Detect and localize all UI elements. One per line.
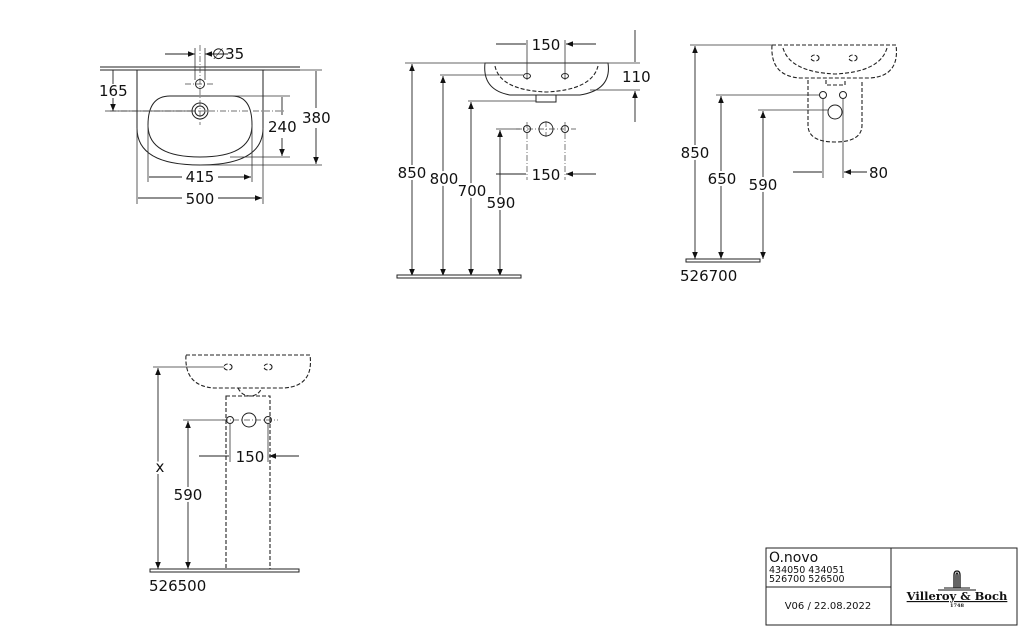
- floor: [149, 568, 300, 573]
- dim-80-label: 80: [869, 164, 888, 182]
- dim-165-label: 165: [99, 82, 128, 100]
- title-block-dividers: [766, 548, 892, 625]
- outlet: [535, 95, 557, 103]
- version-date: V06 / 22.08.2022: [785, 601, 872, 612]
- semi-pedestal-view: 850 650 590 80 526700: [679, 44, 898, 285]
- center-lines: [110, 45, 285, 125]
- dim-380-label: 380: [302, 109, 331, 127]
- water-connection-right: [839, 91, 847, 99]
- dim-150-top-label: 150: [532, 36, 561, 54]
- dim-110-label: 110: [622, 68, 651, 86]
- dim-850-label: 850: [681, 144, 710, 162]
- fountain-icon: [953, 570, 961, 588]
- dim-80-extension: [822, 99, 844, 178]
- tap-hole-left: [223, 363, 233, 371]
- fountain-base-icon: [938, 587, 976, 591]
- reference-lines: [153, 366, 226, 421]
- tap-hole-right: [263, 363, 273, 371]
- pedestal-view: x 590 150 526500: [149, 354, 312, 595]
- dim-590-label: 590: [174, 486, 203, 504]
- dim-150-label: 150: [236, 448, 265, 466]
- article-number: 526500: [149, 577, 206, 595]
- dim-150-bottom-label: 150: [532, 166, 561, 184]
- semi-pedestal-hidden: [807, 80, 863, 143]
- product-name: O.novo: [769, 550, 818, 566]
- title-block: O.novo 434050 434051 526700 526500 V06 /…: [765, 547, 1018, 626]
- floor: [685, 258, 761, 263]
- water-connection-left: [819, 91, 827, 99]
- dim-240-label: 240: [268, 118, 297, 136]
- tap-hole-right: [848, 54, 858, 62]
- dim-380-extension: [200, 69, 322, 166]
- outlet-hidden: [237, 387, 263, 397]
- floor: [396, 274, 522, 279]
- brand-name: Villeroy & Boch: [906, 589, 1008, 603]
- basin-hidden: [771, 44, 898, 79]
- reference-lines: [690, 44, 828, 111]
- tap-hole-left: [810, 54, 820, 62]
- villeroy-boch-logo: Villeroy & Boch 1748: [906, 570, 1008, 609]
- dim-590-label: 590: [749, 176, 778, 194]
- top-view: ∅35 165 240 380 415 500: [99, 45, 331, 208]
- dim-850-label: 850: [398, 164, 427, 182]
- dim-500-label: 500: [186, 190, 215, 208]
- reference-lines: [405, 62, 640, 130]
- dim-700-label: 700: [458, 182, 487, 200]
- bowl-outline: [147, 95, 253, 158]
- bowl-hidden: [494, 65, 599, 93]
- article-numbers-line-1: 434050 434051: [769, 565, 845, 576]
- dim-650-label: 650: [708, 170, 737, 188]
- tap-hole-diameter-label: ∅35: [212, 45, 244, 63]
- dim-415-label: 415: [186, 168, 215, 186]
- side-view: 150 110 850 800 700 590 150: [396, 30, 651, 279]
- dim-590-label: 590: [487, 194, 516, 212]
- dim-35-extension: [194, 48, 206, 80]
- dim-800-label: 800: [430, 170, 459, 188]
- article-numbers-line-2: 526700 526500: [769, 574, 845, 585]
- bowl-hidden: [782, 47, 888, 75]
- brand-year: 1748: [950, 603, 964, 609]
- basin-profile: [484, 62, 609, 96]
- dim-x-label: x: [156, 458, 165, 476]
- article-number: 526700: [680, 267, 737, 285]
- waste-connection: [827, 104, 843, 120]
- connection-center-lines: [516, 121, 576, 180]
- basin-hidden: [185, 354, 312, 389]
